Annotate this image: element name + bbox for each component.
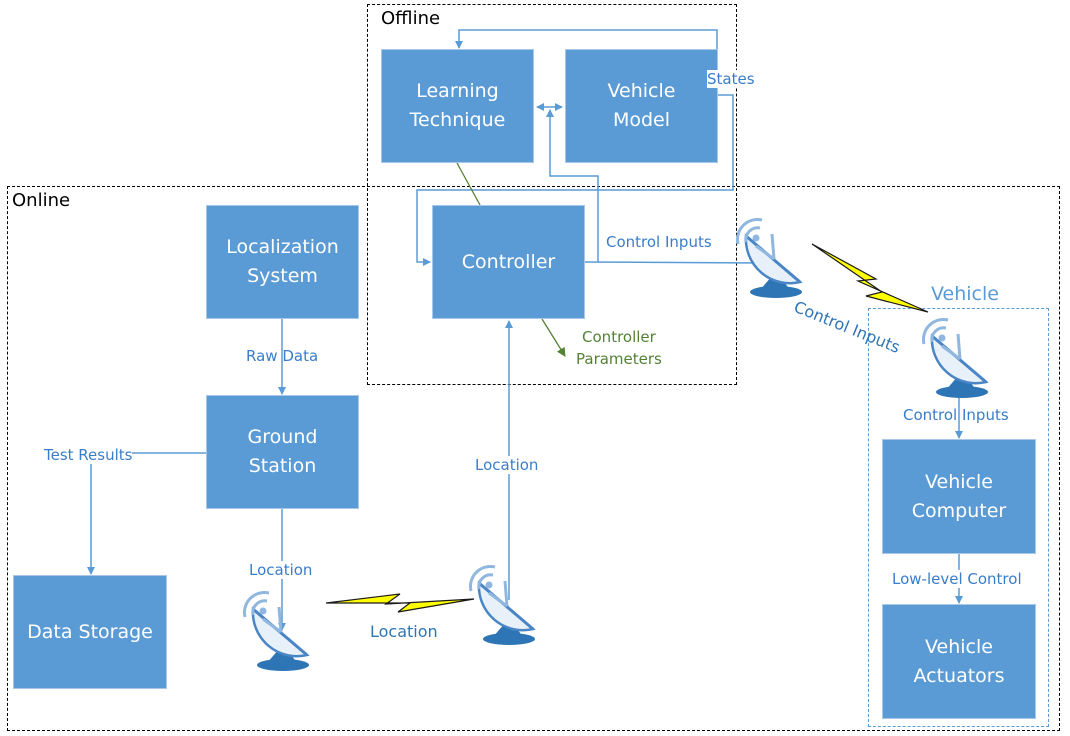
controller-box: Controller <box>432 205 585 319</box>
data-storage-box: Data Storage <box>13 575 167 689</box>
vehicle-label: Vehicle <box>931 283 999 305</box>
states-label: States <box>707 70 755 88</box>
satellite-dish-icon <box>242 590 311 673</box>
lightning-link-icon <box>325 593 475 613</box>
controller-parameters-label: Controller Parameters <box>576 328 662 368</box>
satellite-dish-icon <box>735 217 804 300</box>
low-level-control-label: Low-level Control <box>892 570 1022 588</box>
vehicle-model-box: Vehicle Model <box>565 49 718 163</box>
control-inputs-vehicle-label: Control Inputs <box>903 406 1009 424</box>
lightning-link-icon <box>811 243 929 313</box>
ground-station-box: Ground Station <box>206 395 359 509</box>
satellite-dish-icon <box>921 317 990 400</box>
raw-data-label: Raw Data <box>246 347 319 365</box>
localization-system-box: Localization System <box>206 205 359 319</box>
vehicle-actuators-box: Vehicle Actuators <box>882 604 1036 719</box>
offline-region <box>367 4 737 385</box>
offline-label: Offline <box>381 8 441 29</box>
satellite-dish-icon <box>468 564 537 647</box>
learning-technique-box: Learning Technique <box>381 49 534 163</box>
test-results-label: Test Results <box>44 446 133 464</box>
location-link-label: Location <box>370 622 438 641</box>
online-label: Online <box>12 190 71 211</box>
location-up-label: Location <box>475 456 539 474</box>
control-inputs-label: Control Inputs <box>606 233 712 251</box>
online-region <box>7 186 1060 731</box>
vehicle-region <box>868 308 1049 727</box>
location-ground-label: Location <box>249 561 313 579</box>
vehicle-computer-box: Vehicle Computer <box>882 439 1036 554</box>
